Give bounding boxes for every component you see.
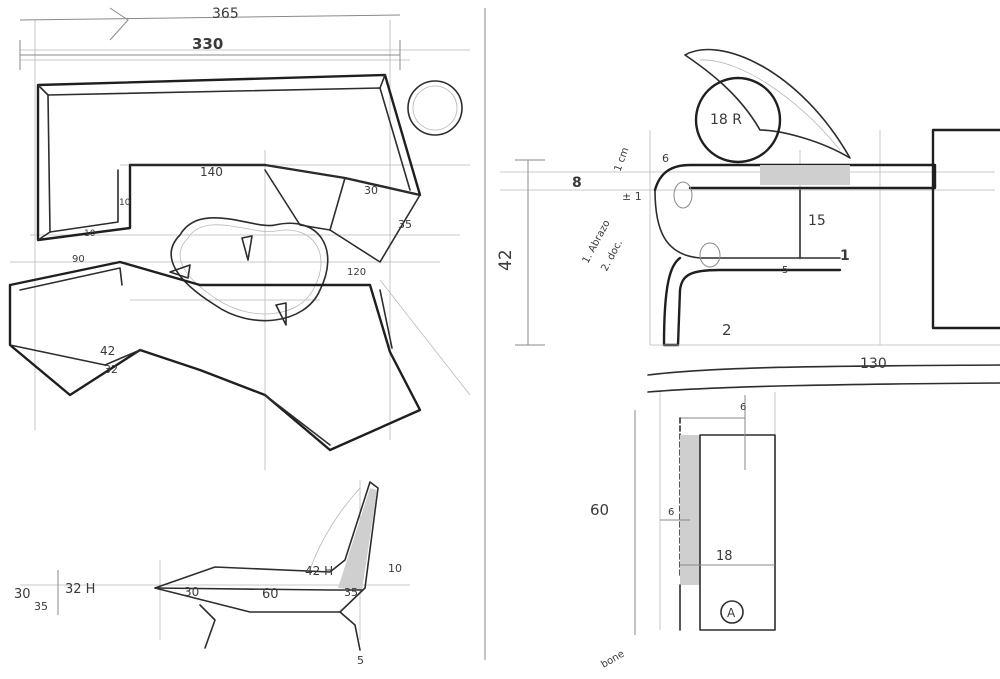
dim-35-seat: 35 bbox=[398, 218, 412, 231]
dim-6-leg-top: 6 bbox=[740, 402, 746, 413]
dim-10-base: 10 bbox=[84, 229, 96, 239]
dim-18-leg: 18 bbox=[716, 549, 733, 564]
dim-ratio-bottom: 35 bbox=[34, 600, 48, 613]
dim-ratio-top: 30 bbox=[14, 587, 31, 602]
leg-detail bbox=[634, 364, 1000, 635]
dim-1cm: 1 cm bbox=[613, 146, 632, 173]
dim-42-plan: 42 bbox=[100, 344, 115, 358]
dim-30-side: 30 bbox=[184, 585, 199, 599]
dim-18r: 18 R bbox=[710, 112, 742, 128]
dim-6-top: 6 bbox=[662, 152, 669, 165]
dim-42h: 42 H bbox=[305, 564, 333, 578]
dim-60-leg: 60 bbox=[590, 501, 609, 519]
dim-120: 120 bbox=[347, 267, 366, 278]
dim-90: 90 bbox=[72, 254, 85, 265]
dim-15: 15 bbox=[808, 213, 826, 229]
sofa-side-elevation bbox=[20, 480, 410, 651]
dim-32-plan: 32 bbox=[104, 363, 118, 376]
dim-30-seat: 30 bbox=[364, 184, 378, 197]
dim-32h: 32 H bbox=[65, 582, 95, 597]
dim-140: 140 bbox=[200, 165, 223, 179]
dim-130: 130 bbox=[860, 356, 887, 372]
dim-plusminus-1: ± 1 bbox=[622, 190, 642, 203]
note-doc: 2. doc. bbox=[599, 238, 625, 273]
dimension-labels: 365 330 140 30 35 10 10 90 120 42 32 30 … bbox=[14, 6, 887, 671]
armrest-section-detail bbox=[500, 48, 1000, 347]
dim-6-leg-side: 6 bbox=[668, 507, 674, 518]
dim-42-section: 42 bbox=[496, 249, 516, 271]
dim-10-side: 10 bbox=[388, 562, 402, 575]
dim-5-side: 5 bbox=[357, 654, 364, 667]
dim-1-section: 1 bbox=[840, 248, 850, 264]
dim-60-side: 60 bbox=[262, 587, 279, 602]
sofa-plan-view bbox=[8, 7, 471, 470]
mark-a: A bbox=[727, 606, 736, 620]
dim-365: 365 bbox=[212, 6, 239, 22]
dim-10-back: 10 bbox=[119, 198, 131, 208]
dim-8: 8 bbox=[572, 175, 582, 191]
dim-2-callout: 2 bbox=[722, 321, 732, 339]
dim-5-section: 5 bbox=[782, 265, 788, 276]
dim-35-side: 35 bbox=[344, 586, 358, 599]
dim-330: 330 bbox=[192, 35, 223, 53]
note-bone: bone bbox=[599, 649, 626, 671]
